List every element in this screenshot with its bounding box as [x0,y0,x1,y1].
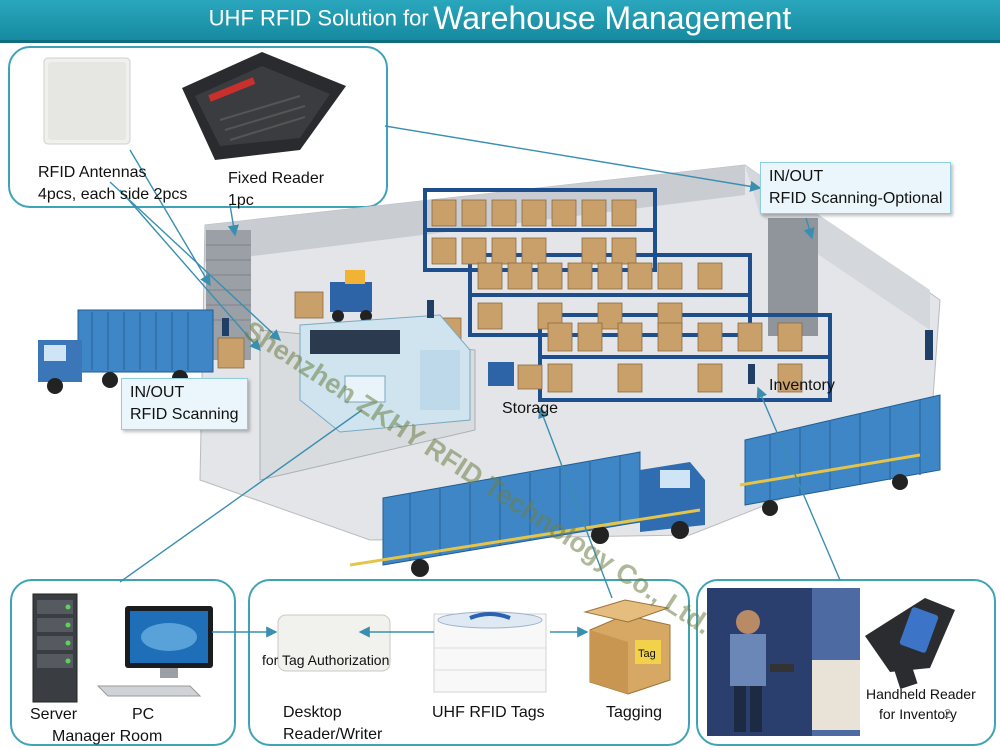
inventory-label: Inventory [769,377,835,394]
inout-optional-line2: RFID Scanning-Optional [769,190,943,207]
desktop-reader-label-line1: Desktop [283,704,342,721]
rfid-tag-roll-image [433,611,547,693]
tag-authorization-label: for Tag Authorization [262,652,390,668]
rfid-antennas-qty: 4pcs, each side 2pcs [38,186,188,203]
desktop-reader-label-line2: Reader/Writer [283,726,383,743]
storage-racks [423,188,832,402]
connector-lines [109,125,841,638]
server-image [32,593,78,703]
fixed-reader-label: Fixed Reader [228,170,325,187]
rfid-antenna-image [43,57,131,145]
inout-callout: IN/OUT RFID Scanning [121,378,248,430]
inout-optional-line1: IN/OUT [769,168,824,185]
server-label: Server [30,706,78,723]
fixed-reader-image [182,52,346,160]
office-room [299,314,471,433]
pc-label: PC [132,706,155,723]
warehouse-worker-photo [707,588,860,736]
storage-label: Storage [502,400,559,417]
front-truck [382,451,705,577]
pallet-truck [488,362,514,386]
inout-line2: RFID Scanning [130,406,239,423]
inout-line1: IN/OUT [130,384,185,401]
warehouse-workers [222,300,933,384]
page-number: 2 [944,706,952,721]
title-banner: UHF RFID Solution for Warehouse Manageme… [0,0,1000,40]
tagging-box-image [583,599,671,695]
dock-markings [349,453,921,567]
uhf-tags-label: UHF RFID Tags [432,704,545,721]
manager-room-label: Manager Room [52,728,163,745]
right-dock-door [768,218,818,336]
forklift [330,270,372,322]
handheld-reader-image [865,598,955,689]
pc-image [96,606,213,697]
stacked-boxes [217,199,803,393]
handheld-reader-label-line2: for Inventory [879,706,957,722]
tagging-label: Tagging [606,704,663,721]
tag-box-label: Tag [638,648,656,660]
fixed-reader-qty: 1pc [228,192,254,209]
left-truck [38,309,214,394]
inout-optional-callout: IN/OUT RFID Scanning-Optional [760,162,952,214]
banner-underline [0,40,1000,43]
rfid-antennas-label: RFID Antennas [38,164,147,181]
handheld-reader-label-line1: Handheld Reader [866,686,976,702]
title-prefix: UHF RFID Solution for [208,5,429,31]
page-title: Warehouse Management [433,0,792,36]
